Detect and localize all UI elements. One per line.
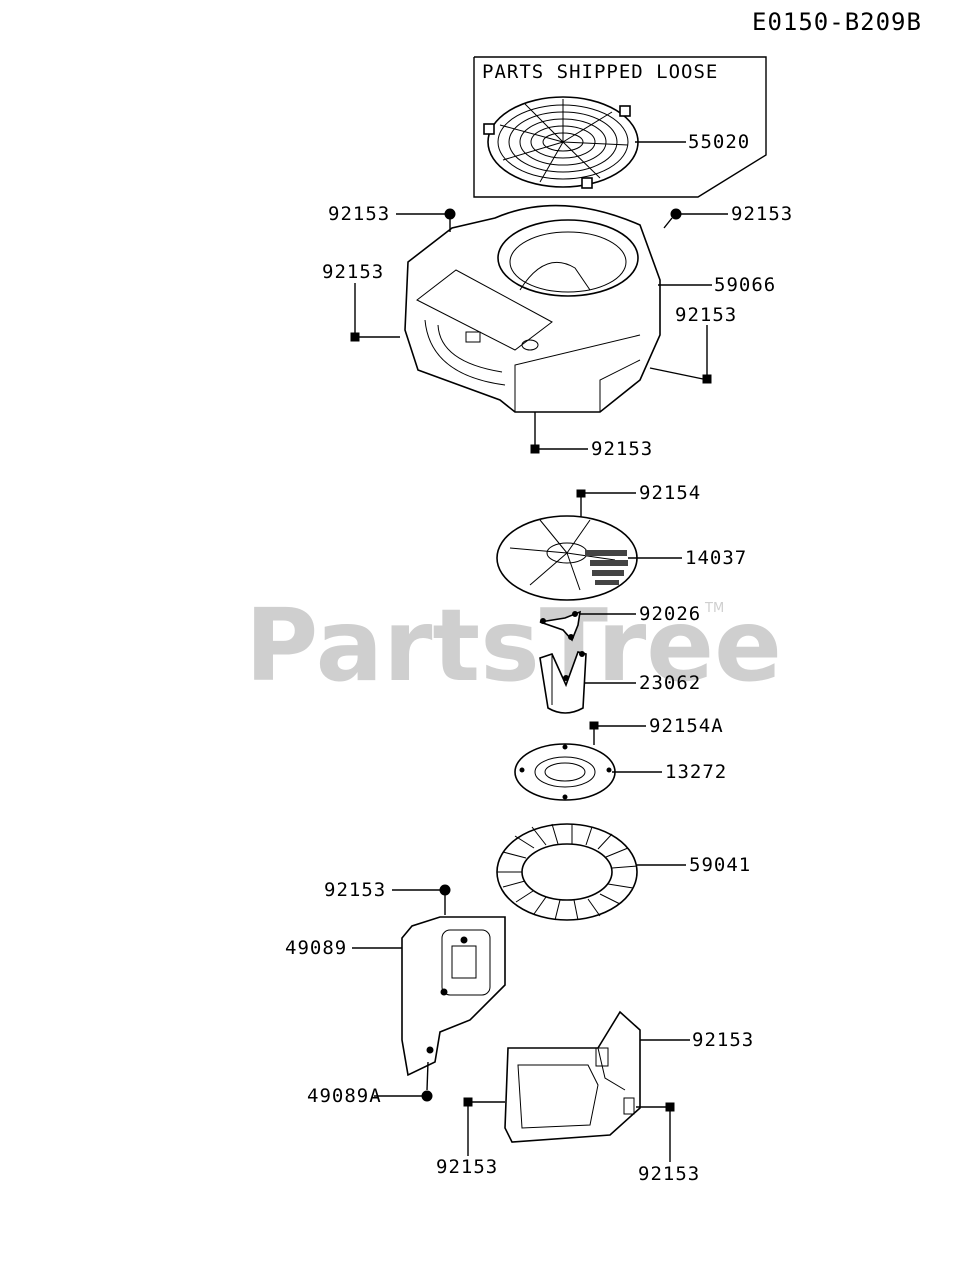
rotating-screen-part[interactable] (496, 515, 638, 601)
callout-92153-cover-top: 92153 (324, 879, 386, 901)
bolt-icon[interactable] (649, 367, 712, 384)
bolt-icon[interactable] (350, 332, 400, 342)
bolt-icon[interactable] (439, 884, 451, 915)
bolt-icon[interactable] (463, 1097, 505, 1107)
callout-92153-top-right: 92153 (731, 203, 793, 225)
callout-92153-bottom: 92153 (591, 438, 653, 460)
cylinder-cover-part[interactable] (401, 916, 506, 1077)
callout-92154: 92154 (639, 482, 701, 504)
pulley-plate-part[interactable] (514, 743, 616, 801)
callout-49089A: 92153 (692, 1029, 754, 1051)
trademark: TM (704, 601, 724, 616)
callout-92153-left: 92153 (322, 261, 384, 283)
blower-housing-part[interactable] (404, 204, 661, 413)
callout-14037: 14037 (685, 547, 747, 569)
plate-part[interactable] (539, 610, 582, 642)
callout-55020: 55020 (688, 131, 750, 153)
callout-59066: 59066 (714, 274, 776, 296)
bracket-part[interactable] (539, 651, 587, 714)
bolt-icon[interactable] (421, 1061, 433, 1102)
callout-59041: 59041 (689, 854, 751, 876)
fan-screen-part[interactable] (483, 96, 639, 189)
callout-13272: 13272 (665, 761, 727, 783)
diagram-code: E0150-B209B (752, 8, 922, 36)
callout-92153-lower-left: 92153 (436, 1156, 498, 1178)
cylinder-cover-a-part[interactable] (504, 1010, 641, 1143)
callout-92153-lower-right: 92153 (638, 1163, 700, 1185)
callout-23062: 23062 (639, 672, 701, 694)
loose-box-title: PARTS SHIPPED LOOSE (482, 61, 718, 83)
bolt-icon[interactable] (636, 1102, 675, 1112)
screw-icon[interactable] (589, 721, 599, 745)
callout-92026: 92026 (639, 603, 701, 625)
bolt-icon[interactable] (530, 412, 540, 454)
callout-92153-top-left: 92153 (328, 203, 390, 225)
cooling-fan-part[interactable] (496, 823, 638, 921)
callout-92153-right: 92153 (675, 304, 737, 326)
loose-parts-box: PARTS SHIPPED LOOSE (473, 56, 767, 198)
callout-92154A: 92154A (649, 715, 724, 737)
bolt-icon[interactable] (663, 208, 682, 229)
bolt-icon[interactable] (444, 208, 456, 232)
callout-92153-cover-bottom: 49089A (307, 1085, 382, 1107)
watermark: PartsTree (245, 587, 782, 704)
callout-49089: 49089 (285, 937, 347, 959)
